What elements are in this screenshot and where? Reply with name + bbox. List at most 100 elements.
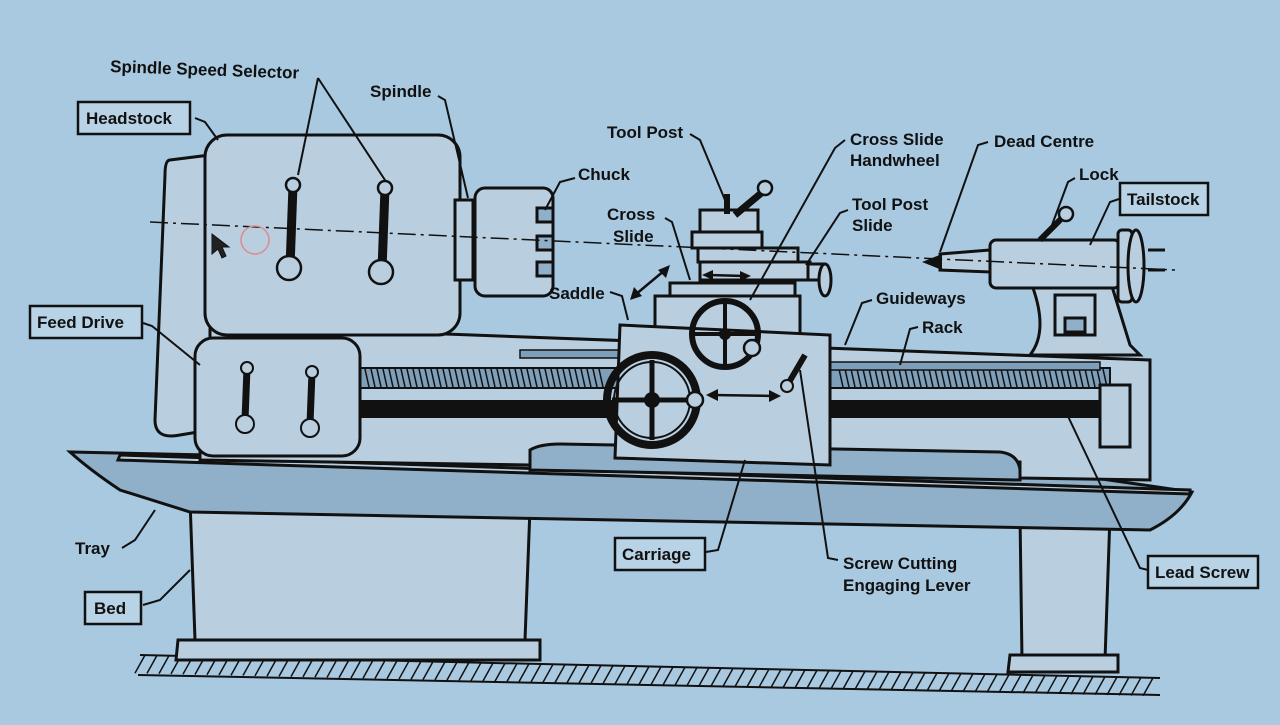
screw-thread-line xyxy=(592,368,598,388)
mouse-cursor-icon xyxy=(211,225,270,259)
label-cross-slide-handwheel-2: Handwheel xyxy=(850,151,940,170)
floor-hatch-line xyxy=(314,658,326,678)
label-tool-post-slide-2: Slide xyxy=(852,216,893,235)
screw-thread-line xyxy=(1060,368,1066,388)
floor-hatch-line xyxy=(638,666,650,685)
floor-hatch-line xyxy=(830,670,842,690)
floor-hatch-line xyxy=(362,659,374,679)
screw-cutting-lever xyxy=(706,353,808,402)
floor-hatch-line xyxy=(422,661,434,680)
floor-hatch-line xyxy=(866,671,878,690)
screw-thread-line xyxy=(982,368,988,388)
floor-hatch-line xyxy=(998,674,1010,693)
floor-hatch-line xyxy=(650,666,662,686)
floor-hatch-line xyxy=(1130,677,1142,696)
floor-hatch-line xyxy=(746,668,758,688)
screw-thread-line xyxy=(448,368,454,388)
floor-hatch-line xyxy=(398,660,410,680)
screw-thread-line xyxy=(406,368,412,388)
screw-thread-line xyxy=(580,368,586,388)
screw-thread-line xyxy=(934,368,940,388)
carriage-label-box xyxy=(613,536,707,572)
screw-thread-line xyxy=(460,368,466,388)
screw-thread-line xyxy=(520,368,526,388)
floor-hatch-line xyxy=(806,669,818,689)
screw-thread-line xyxy=(952,368,958,388)
label-tray: Tray xyxy=(75,539,111,558)
label-feed-drive: Feed Drive xyxy=(37,313,124,332)
label-screw-cutting-1: Screw Cutting xyxy=(843,554,957,573)
screw-thread-line xyxy=(964,368,970,388)
screw-thread-line xyxy=(928,368,934,388)
floor-hatch-line xyxy=(518,663,530,683)
floor-hatch-line xyxy=(902,672,914,691)
floor-hatch-line xyxy=(590,665,602,684)
floor-hatch-line xyxy=(410,660,422,680)
label-dead-centre: Dead Centre xyxy=(994,132,1094,151)
floor-hatch-line xyxy=(1022,674,1034,694)
screw-thread-line xyxy=(1084,368,1090,388)
screw-thread-line xyxy=(844,368,850,388)
floor-hatch-line xyxy=(566,664,578,684)
screw-thread-line xyxy=(1018,368,1024,388)
floor-hatch-line xyxy=(302,658,314,678)
bed-left-leg xyxy=(174,498,542,662)
screw-thread-line xyxy=(514,368,520,388)
screw-thread-line xyxy=(1036,368,1042,388)
screw-thread-line xyxy=(1090,368,1096,388)
screw-thread-line xyxy=(496,368,502,388)
floor-hatch-line xyxy=(842,670,854,690)
screw-thread-line xyxy=(400,368,406,388)
label-tool-post-slide-1: Tool Post xyxy=(852,195,929,214)
floor-hatch-line xyxy=(506,663,518,682)
leader-lines xyxy=(121,77,1149,606)
label-screw-cutting-2: Engaging Lever xyxy=(843,576,971,595)
screw-thread-line xyxy=(382,368,388,388)
screw-thread-line xyxy=(1078,368,1084,388)
floor-hatch-line xyxy=(542,663,554,683)
screw-thread-line xyxy=(1054,368,1060,388)
floor-hatch-line xyxy=(722,668,734,687)
centre-line xyxy=(149,221,1176,271)
screw-thread-line xyxy=(856,368,862,388)
screw-thread-line xyxy=(562,368,568,388)
floor-hatch-line xyxy=(1046,675,1058,695)
screw-thread-line xyxy=(436,368,442,388)
screw-thread-line xyxy=(946,368,952,388)
label-cross-slide-handwheel-1: Cross Slide xyxy=(850,130,944,149)
floor-hatch-line xyxy=(818,670,830,689)
feed-drive-label-box xyxy=(28,304,144,340)
floor-hatch-line xyxy=(950,673,962,692)
screw-thread-line xyxy=(988,368,994,388)
floor-hatch-line xyxy=(1070,675,1082,695)
label-rack: Rack xyxy=(922,318,963,337)
floor-hatch-line xyxy=(578,664,590,684)
floor-hatch-line xyxy=(710,667,722,687)
screw-thread-line xyxy=(388,368,394,388)
floor-hatch-line xyxy=(926,672,938,692)
floor-hatch-line xyxy=(854,670,866,690)
screw-thread-line xyxy=(370,368,376,388)
floor-hatch-line xyxy=(326,659,338,678)
label-headstock: Headstock xyxy=(86,109,173,128)
screw-thread-line xyxy=(838,368,844,388)
floor-hatch-line xyxy=(878,671,890,691)
screw-thread-line xyxy=(874,368,880,388)
screw-thread-line xyxy=(1000,368,1006,388)
label-cross-slide-2: Slide xyxy=(613,227,654,246)
screw-thread-line xyxy=(994,368,1000,388)
bed-label-box xyxy=(83,590,143,626)
label-bed: Bed xyxy=(94,599,126,618)
label-lock: Lock xyxy=(1079,165,1119,184)
screw-thread-line xyxy=(850,368,856,388)
screw-thread-line xyxy=(910,368,916,388)
screw-thread-line xyxy=(418,368,424,388)
floor-hatch-line xyxy=(530,663,542,683)
screw-thread-line xyxy=(886,368,892,388)
screw-thread-line xyxy=(484,368,490,388)
floor-hatch-line xyxy=(434,661,446,681)
screw-thread-line xyxy=(880,368,886,388)
floor-hatch-line xyxy=(1034,675,1046,694)
floor-hatch-line xyxy=(698,667,710,687)
lead-screw-label-box xyxy=(1146,554,1260,590)
